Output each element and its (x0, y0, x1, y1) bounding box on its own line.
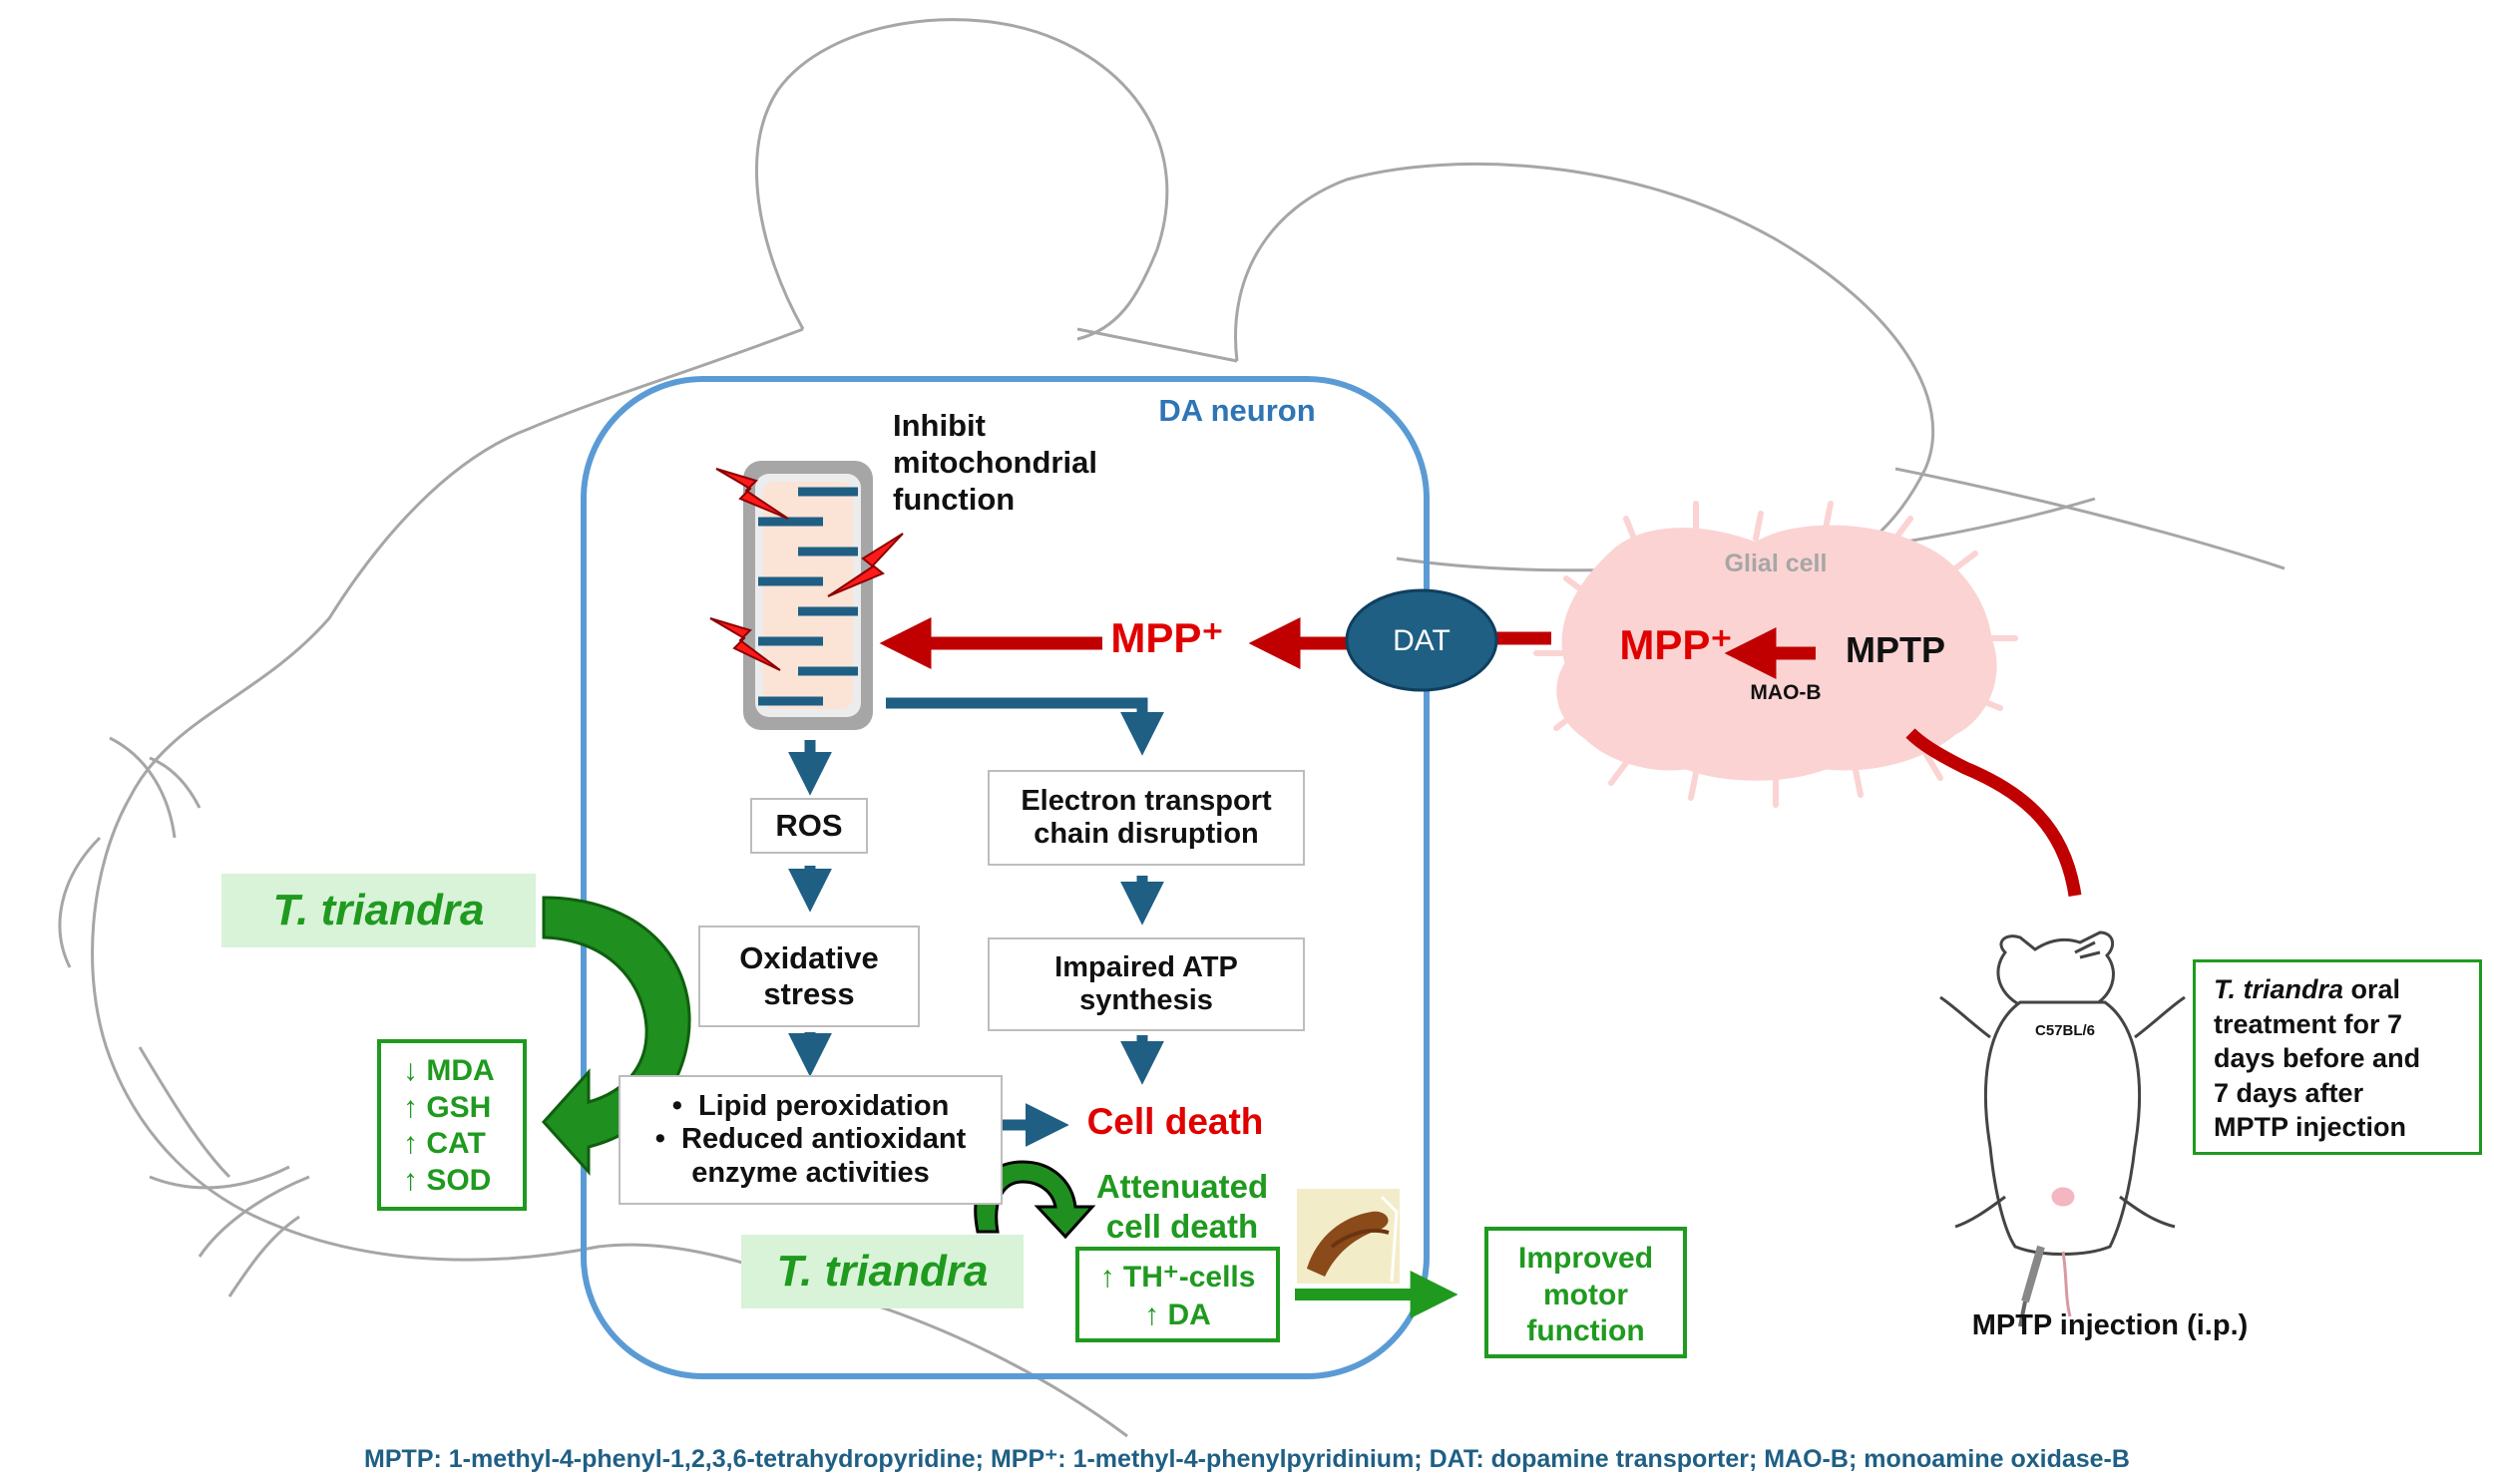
lipid-box: • Lipid peroxidation • Reduced antioxida… (619, 1075, 1003, 1205)
th-marker-item: ↑ DA (1144, 1298, 1211, 1331)
blue-arrows (788, 697, 1164, 1147)
ros-box: ROS (750, 798, 868, 854)
mito-label-line: Inhibit (893, 408, 986, 443)
t-triandra-label: T. triandra (221, 874, 536, 947)
mito-label: Inhibit mitochondrial function (893, 407, 1152, 519)
glial-mptp-label: MPTP (1845, 629, 1945, 670)
glial-spikes (1533, 501, 2018, 808)
attenuated-line: Attenuated (1095, 1168, 1269, 1205)
improved-motor-box: Improved motor function (1484, 1227, 1687, 1358)
mpp-neuron-label: MPP⁺ (1110, 614, 1224, 661)
oral-line: MPTP injection (2214, 1112, 2407, 1143)
oxidative-stress-line: stress (763, 976, 855, 1011)
attenuated-label: Attenuated cell death (1067, 1167, 1297, 1246)
etc-box: Electron transport chain disruption (988, 770, 1305, 866)
atp-line: synthesis (1079, 984, 1213, 1016)
oral-species: T. triandra (2214, 974, 2344, 1004)
antioxidant-markers-box: ↓ MDA ↑ GSH ↑ CAT ↑ SOD (377, 1039, 527, 1211)
mouse-strain-label: C57BL/6 (2034, 1022, 2096, 1039)
mouse-illustration (1939, 930, 2186, 1327)
oral-line: T. triandra oral (2214, 972, 2479, 1007)
lipid-line: • Reduced antioxidant (654, 1123, 967, 1156)
oxidative-stress-box: Oxidative stress (698, 926, 920, 1027)
red-arrows (879, 617, 2082, 897)
mitochondrion (743, 461, 873, 730)
glial-mpp-label: MPP⁺ (1619, 621, 1733, 668)
glial-title: Glial cell (1724, 550, 1828, 577)
mito-label-line: function (893, 482, 1016, 518)
th-marker-item: ↑ TH⁺-cells (1099, 1261, 1256, 1294)
improved-line: Improved (1517, 1242, 1654, 1275)
improved-line: motor (1543, 1278, 1628, 1311)
mito-label-line: mitochondrial (893, 445, 1097, 481)
atp-box: Impaired ATP synthesis (988, 937, 1305, 1031)
oral-text: oral (2343, 974, 2401, 1004)
attenuated-line: cell death (1105, 1207, 1259, 1245)
etc-line: Electron transport (1021, 784, 1272, 817)
oral-line: 7 days after (2214, 1077, 2364, 1108)
marker-item: ↑ CAT (403, 1127, 486, 1161)
oral-treatment-box: T. triandra oral treatment for 7 days be… (2193, 959, 2482, 1155)
atp-line: Impaired ATP (1054, 950, 1238, 983)
footnote: MPTP: 1-methyl-4-phenyl-1,2,3,6-tetrahyd… (364, 1445, 2130, 1473)
lipid-line: enzyme activities (691, 1156, 930, 1189)
lipid-text: Reduced antioxidant (681, 1123, 967, 1156)
dat-label: DAT (1393, 624, 1451, 657)
lightning-icon (709, 468, 904, 671)
neuron-title: DA neuron (1158, 393, 1316, 428)
oxidative-stress-line: Oxidative (739, 940, 879, 976)
t-triandra-label: T. triandra (741, 1235, 1024, 1308)
da-neuron-boundary (581, 376, 1430, 1379)
etc-line: chain disruption (1034, 818, 1259, 850)
mao-b-label: MAO-B (1750, 681, 1822, 704)
oral-line: days before and (2214, 1043, 2421, 1074)
marker-item: ↑ GSH (403, 1090, 492, 1124)
cell-death-label: Cell death (1086, 1101, 1264, 1142)
ros-label: ROS (775, 808, 843, 844)
lipid-text: Lipid peroxidation (697, 1089, 950, 1122)
brain-section-image (1297, 1189, 1400, 1284)
th-markers-box: ↑ TH⁺-cells ↑ DA (1075, 1247, 1280, 1342)
oral-line: treatment for 7 (2214, 1008, 2403, 1039)
improved-line: function (1526, 1314, 1645, 1348)
dat-transporter (1345, 588, 1498, 692)
marker-item: ↑ SOD (403, 1163, 492, 1197)
marker-item: ↓ MDA (403, 1054, 495, 1087)
mptp-injection-label: MPTP injection (i.p.) (1971, 1309, 2249, 1341)
lipid-line: • Lipid peroxidation (671, 1089, 950, 1122)
